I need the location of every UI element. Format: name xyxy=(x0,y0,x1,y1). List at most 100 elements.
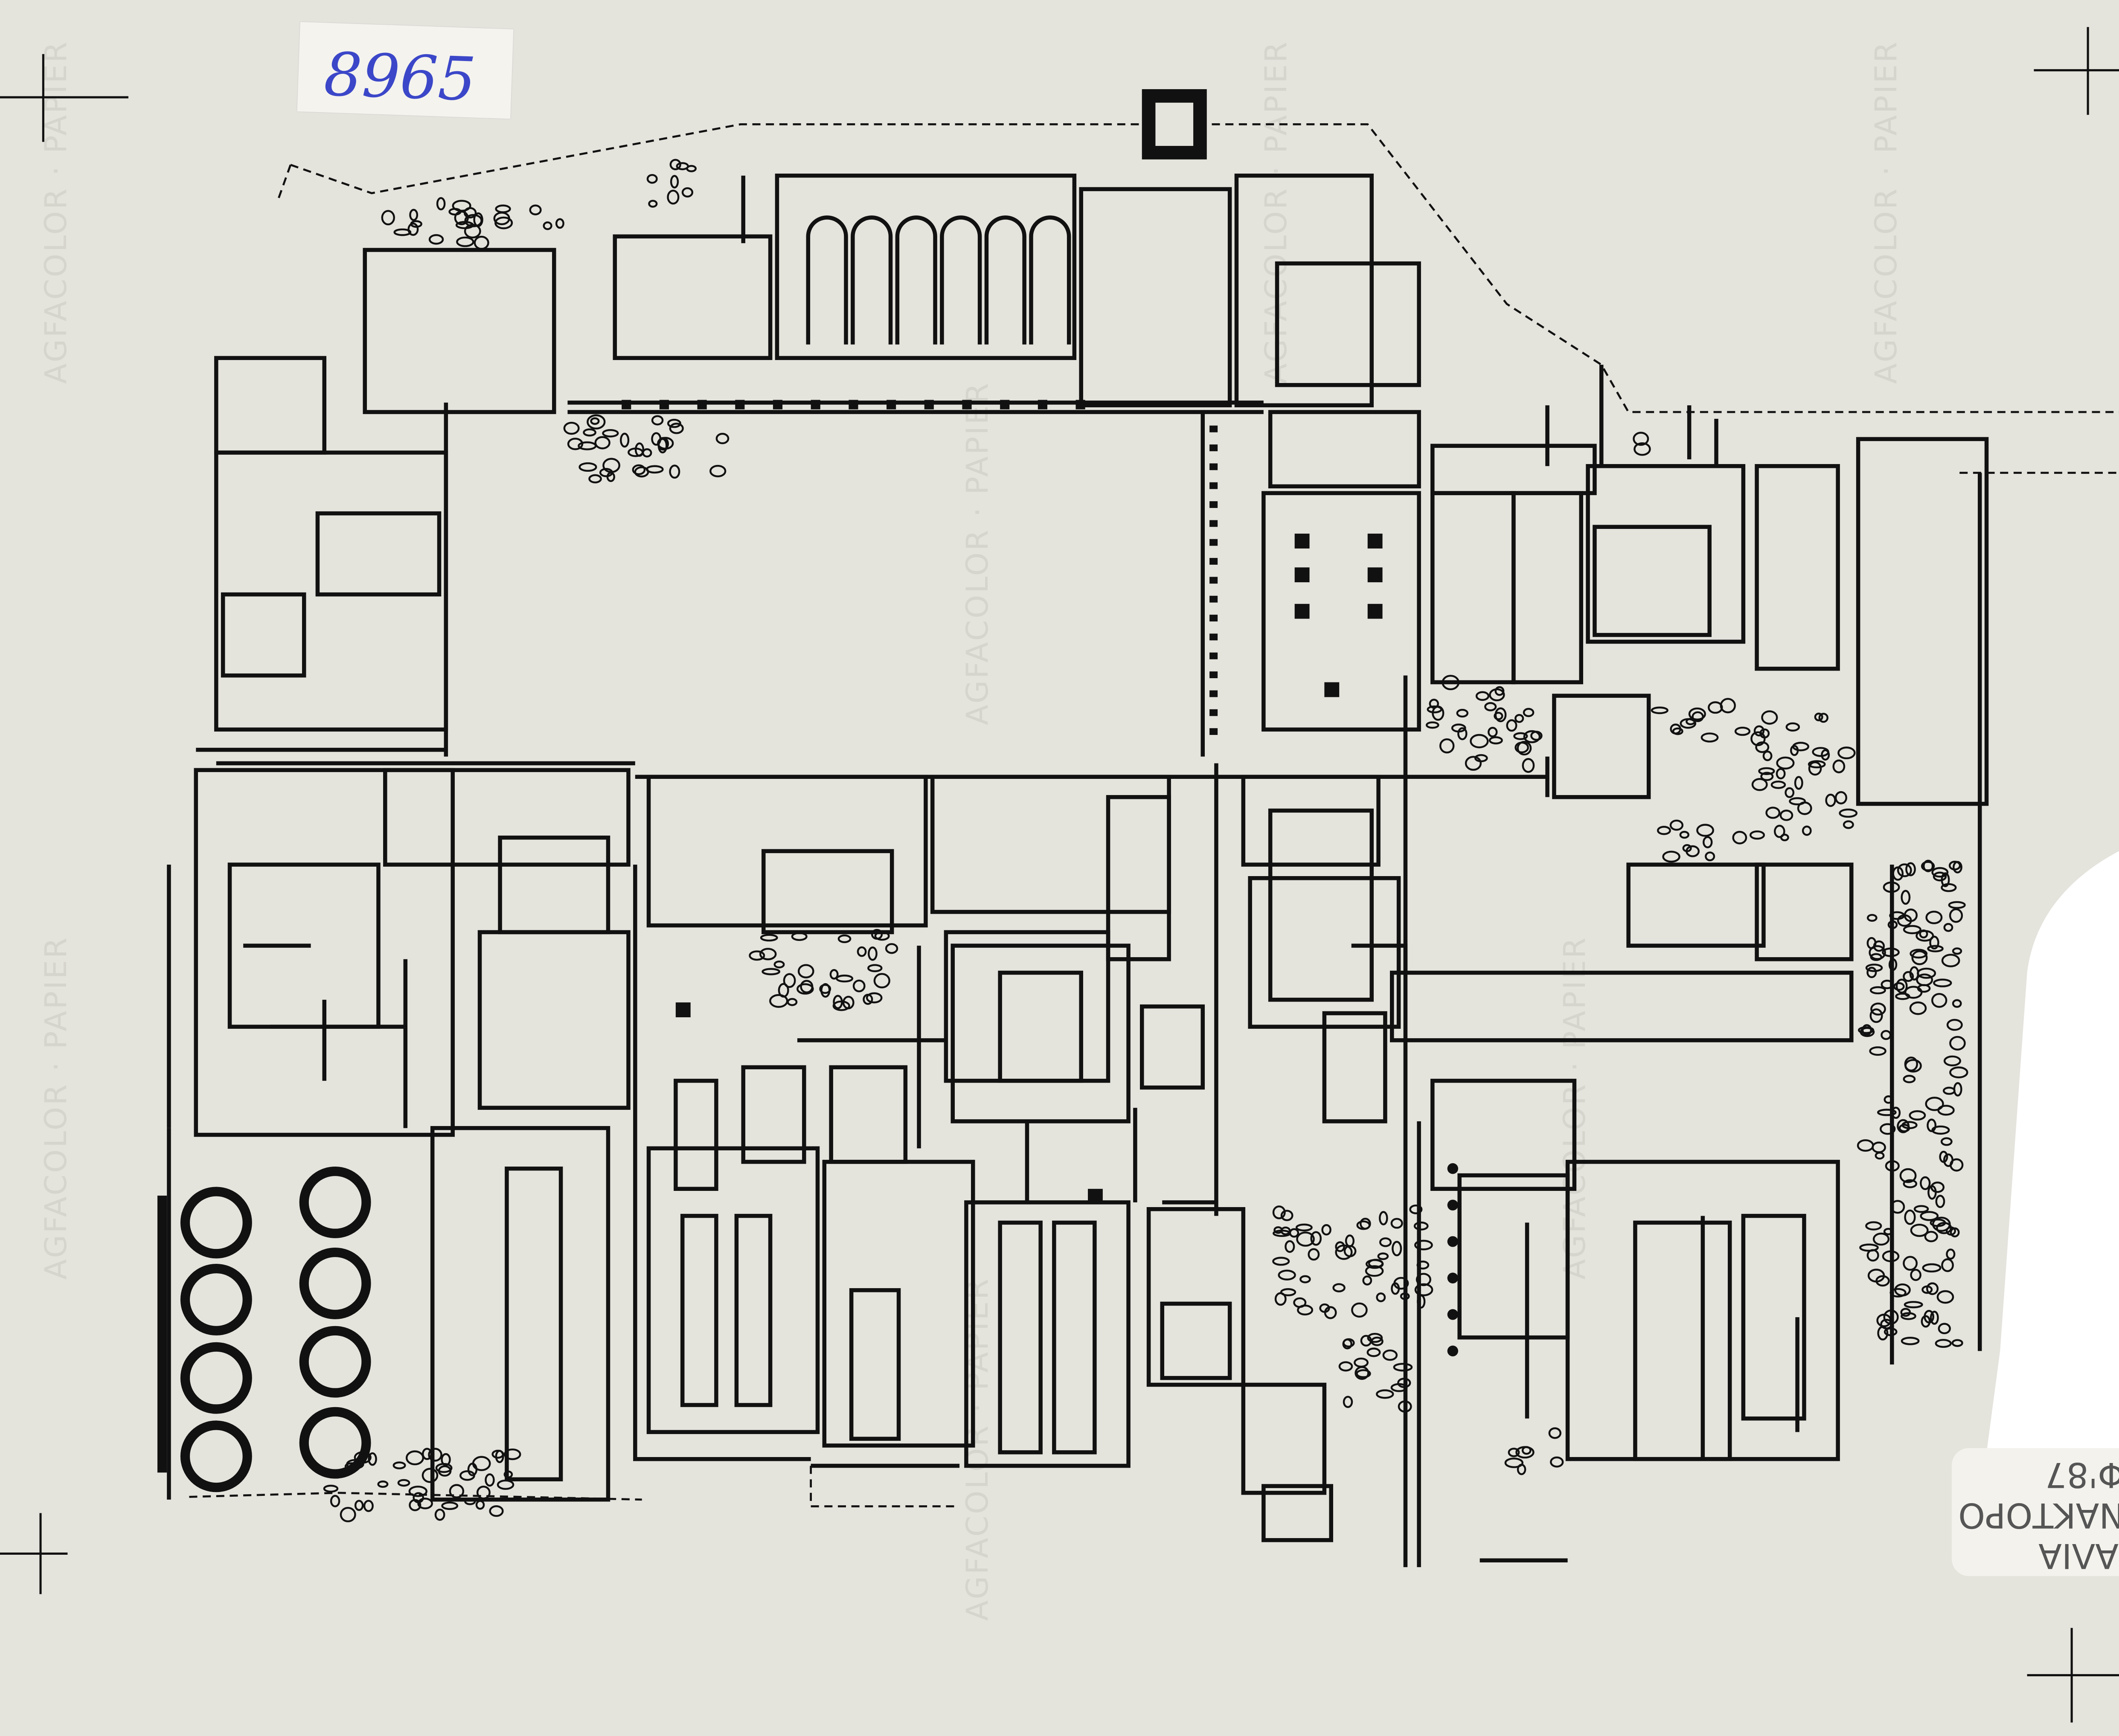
rubble-stone xyxy=(455,221,474,229)
rubble-stone xyxy=(1475,691,1490,701)
rubble-stone xyxy=(1379,1211,1388,1225)
rubble-stone xyxy=(1909,1001,1927,1015)
rubble-stone xyxy=(648,200,658,208)
rubble-stone xyxy=(1367,1332,1383,1343)
column-base xyxy=(773,400,783,409)
room-wall xyxy=(734,1213,773,1407)
rubble-stone xyxy=(1332,1283,1346,1292)
rubble-stone xyxy=(1911,950,1928,965)
room-wall xyxy=(1234,174,1374,407)
column-base xyxy=(1209,633,1218,641)
rubble-stone xyxy=(503,1470,513,1478)
rubble-stone xyxy=(1470,734,1489,749)
rubble-stone xyxy=(1515,1446,1535,1459)
rubble-stone xyxy=(1935,1339,1952,1348)
rubble-stone xyxy=(1925,911,1943,924)
room-wall xyxy=(1322,1011,1387,1123)
rubble-stone xyxy=(1299,1275,1311,1283)
rubble-stone xyxy=(1700,732,1719,743)
rubble-stone xyxy=(1398,1400,1412,1413)
rubble-stone xyxy=(1392,1241,1402,1257)
rubble-stone xyxy=(587,414,606,430)
room-wall xyxy=(1741,1213,1806,1421)
rubble-stone xyxy=(1338,1361,1353,1372)
rubble-stone xyxy=(669,464,680,479)
rubble-stone xyxy=(762,968,781,975)
wall-line xyxy=(633,865,811,1461)
rubble-stone xyxy=(1872,1141,1886,1153)
rubble-stone xyxy=(1926,1282,1939,1295)
rubble-stone xyxy=(1889,1288,1907,1298)
rubble-stone xyxy=(1943,923,1953,932)
rubble-stone xyxy=(681,187,694,198)
rubble-stone xyxy=(1343,1396,1353,1408)
column-base xyxy=(811,400,820,409)
rubble-stone xyxy=(1285,1240,1295,1253)
rubble-stone xyxy=(857,946,867,957)
pillar-base xyxy=(1367,534,1383,549)
rubble-stone xyxy=(1770,781,1786,789)
room-wall xyxy=(950,943,1131,1123)
rubble-stone xyxy=(489,1505,504,1517)
rubble-stone xyxy=(1865,1221,1882,1231)
rubble-stone xyxy=(377,1481,389,1488)
magazine-arch xyxy=(895,215,937,345)
rubble-stone xyxy=(1837,746,1856,760)
room-wall xyxy=(1146,1207,1246,1387)
rubble-stone xyxy=(1335,1244,1353,1260)
rubble-stone xyxy=(495,204,511,213)
rubble-stone xyxy=(1857,1026,1875,1034)
rubble-stone xyxy=(1272,1257,1290,1266)
rubble-stone xyxy=(791,932,808,941)
rubble-stone xyxy=(1456,708,1469,718)
rubble-stone xyxy=(368,1452,377,1466)
column-base xyxy=(1209,501,1218,508)
rubble-stone xyxy=(409,209,419,221)
rubble-stone xyxy=(1523,708,1535,717)
rubble-stone xyxy=(1949,908,1963,923)
rubble-stone xyxy=(829,969,839,980)
rubble-stone xyxy=(405,1450,424,1466)
rubble-stone xyxy=(1749,830,1765,840)
rubble-stone xyxy=(1920,1176,1931,1190)
rubble-stone xyxy=(1776,756,1795,770)
rubble-stone xyxy=(1376,1292,1386,1302)
rubble-stone xyxy=(594,436,610,450)
rubble-stone xyxy=(1916,973,1933,987)
room-wall xyxy=(1079,187,1232,407)
rubble-stone xyxy=(1489,688,1505,702)
rubble-stone xyxy=(1780,833,1789,842)
room-wall xyxy=(430,1126,610,1502)
rubble-stone xyxy=(1888,958,1898,971)
rubble-stone xyxy=(428,234,444,245)
room-wall xyxy=(1586,464,1746,644)
rubble-stone xyxy=(1517,740,1532,756)
magazine-arch xyxy=(940,215,982,345)
rubble-stone xyxy=(363,1500,374,1512)
rubble-stone xyxy=(1669,819,1684,831)
rubble-stone xyxy=(1442,675,1460,691)
rubble-stone xyxy=(1753,725,1765,737)
room-wall xyxy=(1633,1220,1732,1461)
rubble-stone xyxy=(1416,1260,1430,1270)
rubble-stone xyxy=(1910,949,1928,959)
rubble-stone xyxy=(1839,808,1858,818)
room-wall xyxy=(315,511,442,597)
rubble-stone xyxy=(1409,1204,1423,1214)
rubble-stone xyxy=(1397,1378,1411,1388)
rubble-stone xyxy=(1893,982,1905,991)
rubble-stone xyxy=(464,1498,476,1505)
rubble-stone xyxy=(1356,1220,1371,1230)
rubble-stone xyxy=(1686,845,1700,857)
room-wall xyxy=(964,1200,1131,1468)
rubble-stone xyxy=(1297,1304,1314,1316)
rubble-stone xyxy=(1720,698,1736,714)
rubble-stone xyxy=(421,1468,439,1483)
rubble-stone xyxy=(1785,722,1800,732)
rubble-stone xyxy=(1548,1427,1561,1439)
rubble-stone xyxy=(1920,1211,1939,1221)
rubble-stone xyxy=(657,438,668,453)
rubble-stone xyxy=(1866,914,1878,922)
rubble-stone xyxy=(463,207,477,219)
column-base xyxy=(924,400,934,409)
